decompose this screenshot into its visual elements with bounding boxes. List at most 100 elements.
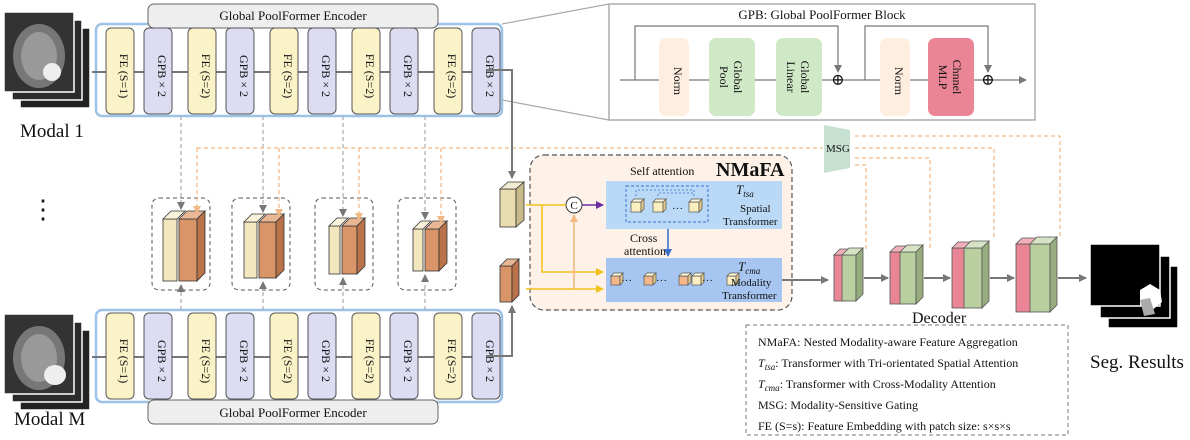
legend-entry-4: MSG: Modality-Sensitive Gating [758, 398, 918, 412]
encoder-bottom-fe-label-2: FE (S=2) [199, 339, 213, 383]
encoder-bottom-fe-label-1: FE (S=1) [117, 339, 131, 383]
encoder-top-fe-block-1 [105, 27, 135, 115]
gpb-item-label-4: Norm [892, 67, 906, 96]
modal-1-label: Modal 1 [20, 121, 84, 142]
encoder-top-blocks: FE (S=1) GPB × 2 FE (S=2) GPB × 2 FE (S=2) GP… [92, 27, 501, 115]
decoder-green-2 [899, 251, 917, 305]
encoder-top-fe-label-5: FE (S=2) [445, 54, 459, 98]
msg-label: MSG [826, 143, 850, 155]
cross-attention-line2: attention [624, 244, 666, 258]
encoder-bottom-fe-block-5 [433, 312, 463, 400]
encoder-bottom-gpb-label-5: GPB × 2 [483, 340, 497, 382]
encoder-bottom-title-box [147, 399, 439, 425]
encoder-bottom-gpb-block-2 [225, 312, 255, 400]
skip-group-2 [231, 197, 291, 291]
encoder-top-fe-label-4: FE (S=2) [363, 54, 377, 98]
skip-feature-groups [151, 116, 457, 310]
encoder-bottom-gpb-label-3: GPB × 2 [319, 340, 333, 382]
gpb-item-label-2: GlobalPool [717, 61, 745, 94]
gpb-item-1 [659, 38, 689, 116]
encoder-top-fe-block-4 [351, 27, 381, 115]
mri-stack-top [3, 11, 91, 109]
encoder-top-gpb-block-4 [389, 27, 419, 115]
encoder-bottom-gpb-block-3 [307, 312, 337, 400]
gpb-item-2 [709, 38, 755, 116]
encoder-top-fe-block-5 [433, 27, 463, 115]
legend-entries: NMaFA: Nested Modality-aware Feature Agg… [758, 335, 1018, 433]
encoder-top-fe-block-3 [269, 27, 299, 115]
seg-results-label: Seg. Results [1090, 352, 1184, 373]
encoder-bottom-fe-block-3 [269, 312, 299, 400]
encoder-bottom-gpb-label-1: GPB × 2 [155, 340, 169, 382]
encoder-top-fe-label-1: FE (S=1) [117, 54, 131, 98]
encoder-bottom-fe-label-5: FE (S=2) [445, 339, 459, 383]
cma-dots-1: ··· [621, 275, 632, 287]
encoder-top-gpb-label-4: GPB × 2 [401, 55, 415, 97]
encoder-bottom-gpb-block-4 [389, 312, 419, 400]
skip-group-4 [397, 197, 457, 291]
encoder-top-fe-block-2 [187, 27, 217, 115]
encoder-top-title: Global PoolFormer Encoder [219, 8, 367, 23]
nmafa-input-feat-top [498, 181, 526, 228]
encoder-top-gpb-label-3: GPB × 2 [319, 55, 333, 97]
cma-cubes [610, 272, 740, 286]
decoder-label: Decoder [912, 310, 967, 327]
seg-result-stack [1089, 243, 1179, 329]
gpb-item-3 [776, 38, 822, 116]
encoder-bottom-gpb-label-4: GPB × 2 [401, 340, 415, 382]
gpb-item-4 [880, 38, 910, 116]
encoder-bottom-title: Global PoolFormer Encoder [219, 405, 367, 420]
decoder-green-4 [1029, 243, 1051, 313]
encoder-top-gpb-block-1 [143, 27, 173, 115]
nmafa-title: NMaFA [716, 159, 785, 181]
concat-symbol: C [570, 200, 577, 212]
encoder-bottom-fe-label-3: FE (S=2) [281, 339, 295, 383]
msg-gate [824, 125, 850, 173]
encoder-top-gpb-block-3 [307, 27, 337, 115]
tsa-dots: ··· [672, 203, 683, 215]
cma-line1: Modality [731, 277, 772, 289]
decoder-pink-4 [1015, 243, 1033, 313]
encoder-bottom-gpb-block-1 [143, 312, 173, 400]
gpb-item-label-3: GlobalLinear [784, 61, 812, 94]
encoder-top-gpb-label-5: GPB × 2 [483, 55, 497, 97]
encoder-top-gpb-label-1: GPB × 2 [155, 55, 169, 97]
gpb-item-label-5: ChnnelMLP [936, 60, 964, 95]
decoder-green-1 [841, 254, 857, 302]
gpb-inset-title: GPB: Global PoolFormer Block [738, 7, 906, 22]
encoder-bottom-fe-block-4 [351, 312, 381, 400]
modal-ellipsis: ⋮ [30, 195, 56, 224]
tsa-line1: Spatial [740, 203, 771, 215]
encoder-bottom-blocks: FE (S=1) GPB × 2 FE (S=2) GPB × 2 FE (S=2) GP… [92, 312, 501, 400]
skip-group-1 [151, 197, 211, 291]
self-attention-label: Self attention [630, 164, 694, 178]
tsa-line2: Transformer [723, 216, 778, 228]
tsa-symbol: Ttsa [736, 182, 754, 199]
nmafa-input-feat-bottom [499, 258, 520, 303]
encoder-top-gpb-block-2 [225, 27, 255, 115]
nmafa-flows [526, 201, 672, 293]
encoder-top-gpb-label-2: GPB × 2 [237, 55, 251, 97]
cma-dots-3: ··· [702, 275, 713, 287]
cross-attention-line1: Cross [630, 231, 658, 245]
gpb-add-1: ⊕ [831, 72, 844, 89]
encoder-top-fe-label-3: FE (S=2) [281, 54, 295, 98]
encoder-top-fe-label-2: FE (S=2) [199, 54, 213, 98]
tsa-cubes [630, 189, 703, 213]
gpb-add-2: ⊕ [981, 72, 994, 89]
cma-symbol: Tcma [738, 259, 761, 276]
decoder-blocks [833, 236, 1087, 313]
cma-dots-2: ··· [656, 275, 667, 287]
mri-stack-bottom [3, 313, 91, 411]
legend-entry-3: Tcma: Transformer with Cross-Modality At… [758, 377, 996, 393]
legend-entry-1: NMaFA: Nested Modality-aware Feature Agg… [758, 335, 1018, 349]
encoder-bottom-fe-label-4: FE (S=2) [363, 339, 377, 383]
msg-dashed-lines [197, 135, 1061, 252]
legend-entry-2: Ttsa: Transformer with Tri-orientated Sp… [758, 356, 1018, 372]
legend-box [745, 324, 1069, 436]
skip-group-3 [314, 197, 374, 291]
encoder-bottom-gpb-label-2: GPB × 2 [237, 340, 251, 382]
gpb-item-5 [928, 38, 974, 116]
